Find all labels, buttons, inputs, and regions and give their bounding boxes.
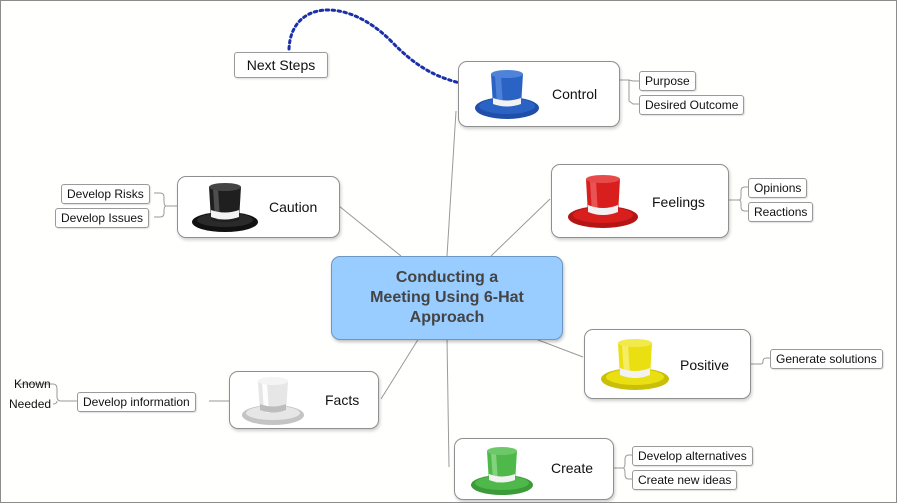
facts-topic[interactable]: Facts [229, 371, 379, 429]
leaf-create-new-ideas[interactable]: Create new ideas [632, 470, 738, 490]
leaf-purpose[interactable]: Purpose [639, 71, 696, 91]
leaf-known[interactable]: Known [14, 377, 51, 391]
red-hat-icon [568, 175, 638, 228]
blue-hat-icon [475, 70, 539, 119]
feelings-label: Feelings [652, 194, 705, 210]
yellow-hat-icon [601, 339, 669, 390]
feelings-topic[interactable]: Feelings [551, 164, 729, 238]
leaf-develop-alternatives[interactable]: Develop alternatives [632, 446, 753, 466]
facts-label: Facts [325, 392, 360, 408]
control-label: Control [552, 86, 598, 102]
create-label: Create [551, 460, 594, 476]
leaf-generate-solutions[interactable]: Generate solutions [770, 349, 883, 369]
leaf-needed[interactable]: Needed [9, 397, 52, 411]
next-steps-note[interactable]: Next Steps [234, 52, 328, 78]
leaf-desired-outcome[interactable]: Desired Outcome [639, 95, 745, 115]
create-topic[interactable]: Create [454, 438, 614, 500]
leaf-reactions[interactable]: Reactions [748, 202, 814, 222]
leaf-develop-issues[interactable]: Develop Issues [55, 208, 150, 228]
green-hat-icon [471, 447, 533, 495]
black-hat-icon [192, 183, 258, 232]
leaf-develop-risks[interactable]: Develop Risks [61, 184, 150, 204]
central-topic[interactable]: Conducting a Meeting Using 6-Hat Approac… [331, 256, 563, 340]
control-topic[interactable]: Control [458, 61, 620, 127]
caution-topic[interactable]: Caution [177, 176, 340, 238]
white-hat-icon [242, 377, 304, 425]
caution-label: Caution [269, 199, 318, 215]
positive-label: Positive [680, 357, 730, 373]
leaf-opinions[interactable]: Opinions [748, 178, 808, 198]
positive-topic[interactable]: Positive [584, 329, 751, 399]
leaf-develop-information[interactable]: Develop information [77, 392, 196, 412]
